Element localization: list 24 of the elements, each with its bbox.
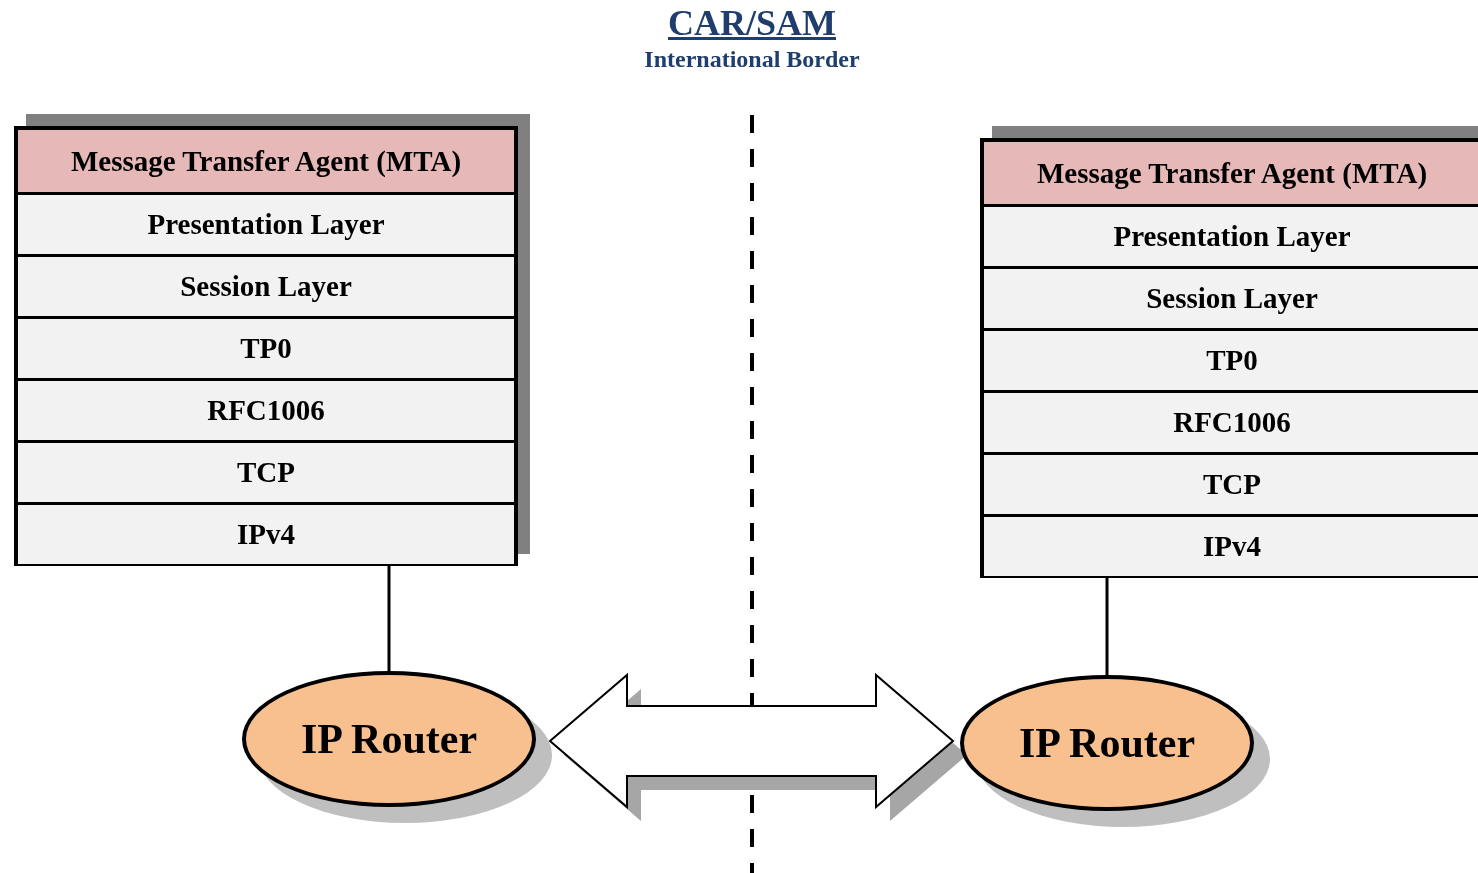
- layer-label: Message Transfer Agent (MTA): [1036, 156, 1428, 190]
- layer-label: Session Layer: [180, 270, 352, 303]
- connector-line: [387, 564, 391, 671]
- layer-box: [18, 502, 514, 564]
- layer-label: Session Layer: [1146, 282, 1318, 315]
- layer-label: TP0: [240, 332, 292, 365]
- layer-label: Message Transfer Agent (MTA): [70, 144, 462, 178]
- connector-line: [1105, 576, 1109, 675]
- layer-label: TP0: [1206, 344, 1258, 377]
- layer-box: [984, 514, 1478, 576]
- diagram-title: CAR/SAM: [667, 2, 837, 44]
- router-label: IP Router: [300, 715, 478, 763]
- header-box: [18, 130, 514, 192]
- layer-label: IPv4: [1203, 530, 1261, 563]
- layer-label: Presentation Layer: [1113, 220, 1351, 253]
- layer-label: TCP: [1203, 468, 1261, 501]
- layer-label: RFC1006: [207, 394, 325, 427]
- layer-label: IPv4: [237, 518, 295, 551]
- layer-label: TCP: [237, 456, 295, 489]
- layer-label: RFC1006: [1173, 406, 1291, 439]
- subtitle: International Border: [643, 46, 861, 73]
- router-label: IP Router: [1018, 719, 1196, 767]
- header-box: [984, 142, 1478, 204]
- layer-label: Presentation Layer: [147, 208, 385, 241]
